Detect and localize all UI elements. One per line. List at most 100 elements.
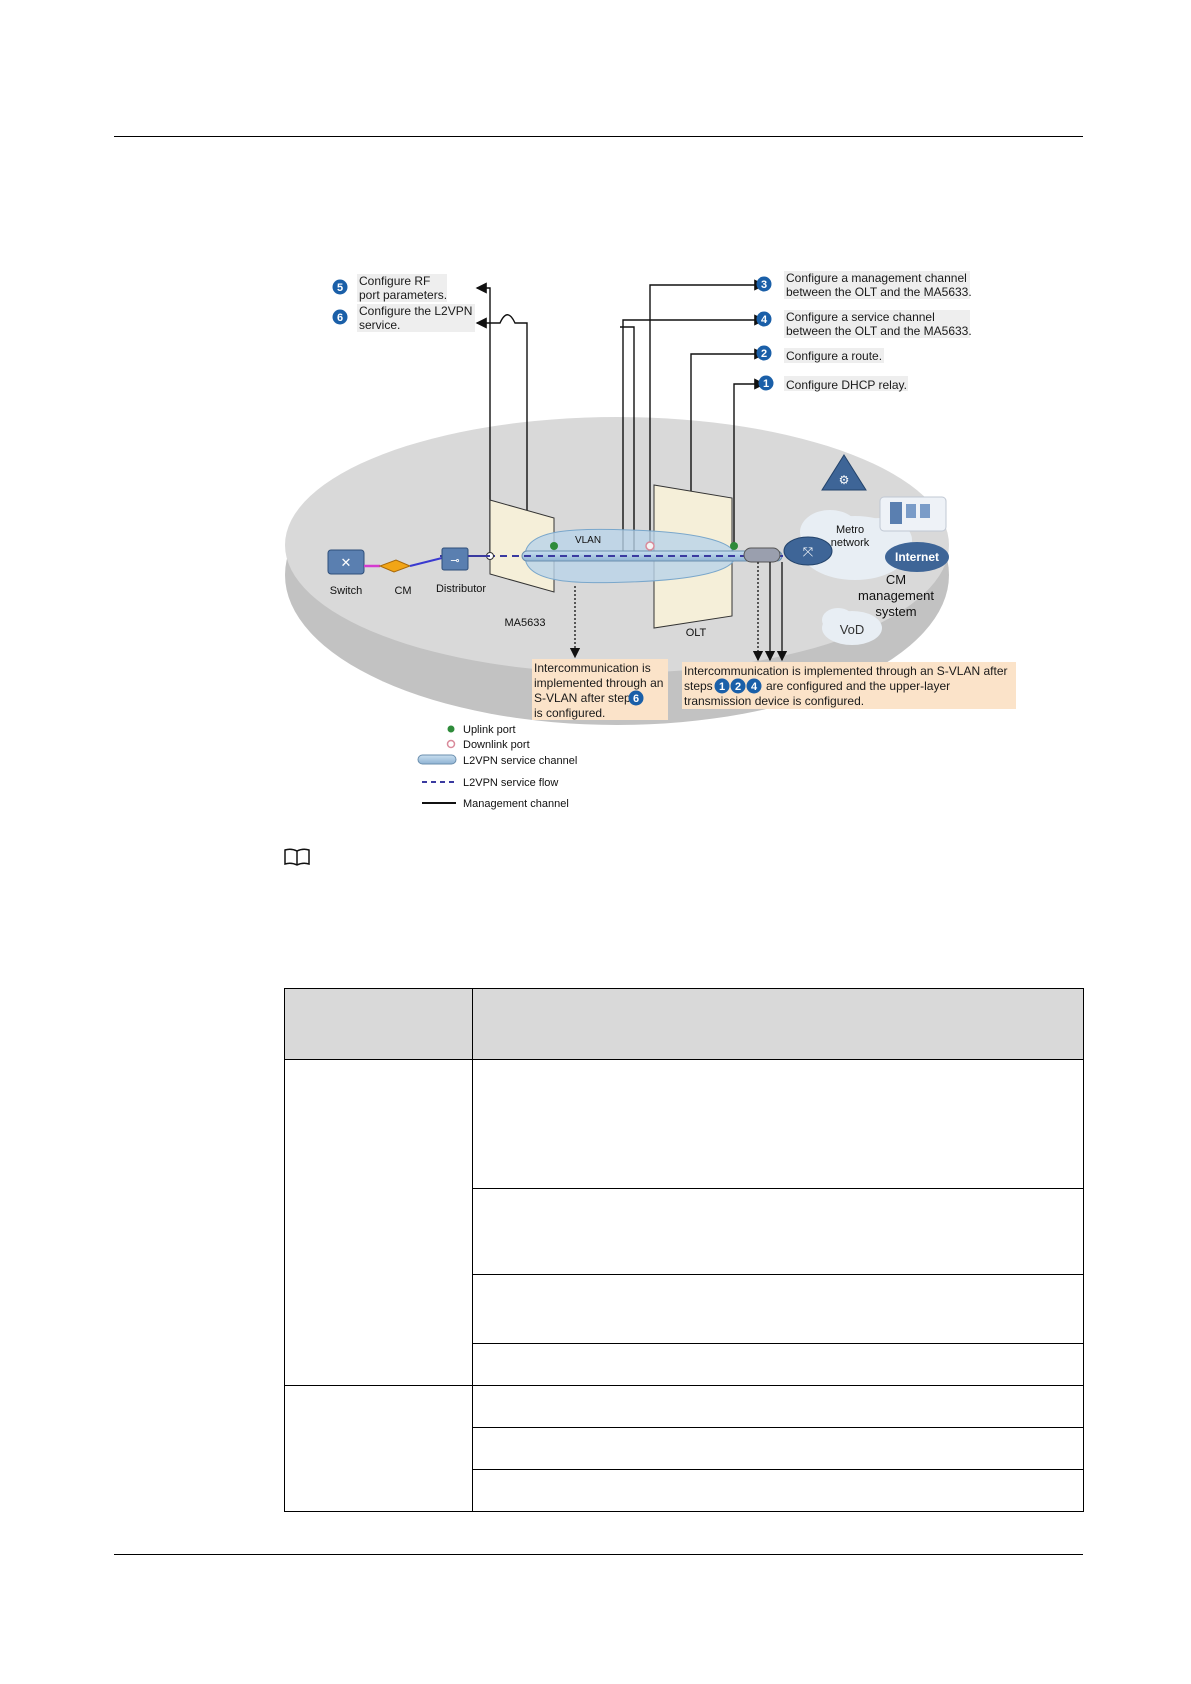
table-row: [285, 1469, 1084, 1512]
note-right-step-badge-4-circle: [746, 678, 762, 694]
table-cell: [472, 1274, 1084, 1344]
legend-downlink-icon: [446, 739, 456, 749]
upper-transmission-device: [743, 547, 781, 563]
step-2-badge-number: 2: [761, 348, 767, 360]
svg-text:⊸: ⊸: [450, 555, 459, 567]
cm-mgmt-label-1: CM: [886, 572, 906, 587]
note-left-step-badge: 6: [628, 690, 644, 706]
table-header-cell: [284, 988, 473, 1060]
svg-text:Configure a service channel: Configure a service channel: [786, 310, 935, 324]
svg-text:implemented through an: implemented through an: [534, 676, 663, 690]
legend: Uplink port Downlink port L2VPN service …: [417, 724, 577, 810]
note-right-step-badge-1-circle: [714, 678, 730, 694]
metro-label-2: network: [831, 537, 870, 549]
step-label-backgrounds: [357, 271, 970, 391]
step-3-badge: 3: [756, 276, 772, 292]
cm-mgmt-label-3: system: [875, 604, 916, 619]
book-icon: [284, 848, 310, 866]
step-3-badge-number: 3: [761, 279, 767, 291]
svg-text:Downlink port: Downlink port: [463, 739, 530, 751]
step-1-badge: 1: [758, 375, 774, 391]
uplink-port: [550, 542, 558, 550]
parameter-table: [284, 988, 1084, 1512]
olt-label: OLT: [686, 627, 707, 639]
step-1-badge-number: 1: [763, 378, 769, 390]
table-row: [285, 1274, 1084, 1344]
step-1-label: Configure DHCP relay.: [786, 378, 907, 392]
table-row: [284, 1385, 1084, 1512]
svg-text:⚙: ⚙: [839, 473, 850, 487]
note-left-step-badge-circle: [628, 690, 644, 706]
vod-label: VoD: [840, 622, 865, 637]
step-4-badge-circle: [756, 311, 772, 327]
management-channel-lines: [475, 279, 766, 556]
svg-text:transmission device is configu: transmission device is configured.: [684, 694, 864, 708]
svg-text:S-VLAN after step: S-VLAN after step: [534, 691, 631, 705]
svg-text:is configured.: is configured.: [534, 706, 605, 720]
vod-cloud: [822, 608, 882, 645]
table-cell: [472, 1059, 1084, 1189]
svg-text:Configure RF: Configure RF: [359, 274, 430, 288]
table-cell: [472, 1343, 1084, 1386]
svg-text:L2VPN service channel: L2VPN service channel: [463, 755, 577, 767]
downlink-port: [645, 541, 655, 551]
server-group-icon: [879, 496, 947, 532]
step-4-badge: 4: [756, 311, 772, 327]
svg-text:✕: ✕: [341, 555, 352, 570]
distributor-icon: ⊸: [441, 547, 469, 571]
svg-text:steps: steps: [684, 679, 713, 693]
legend-pipe-icon: [417, 754, 457, 765]
switch-icon: ✕: [327, 549, 365, 575]
distributor-label: Distributor: [436, 583, 486, 595]
table-cell: [284, 1385, 473, 1512]
step-6-label: Configure the L2VPN service.: [359, 304, 472, 332]
cm-distributor-link: [409, 557, 443, 567]
svg-text:service.: service.: [359, 318, 400, 332]
legend-uplink-icon: [447, 725, 455, 733]
table-row: [285, 1343, 1084, 1386]
step-5-label: Configure RF port parameters.: [359, 274, 447, 302]
switch-label: Switch: [330, 585, 362, 597]
step-5-badge-circle: [332, 279, 348, 295]
table-header-row: [284, 988, 1084, 1060]
step-3-label: Configure a management channel between t…: [786, 271, 972, 299]
table-header-cell: [472, 988, 1084, 1060]
svg-text:port parameters.: port parameters.: [359, 288, 447, 302]
cm-mgmt-label-2: management: [858, 588, 934, 603]
svg-text:between the OLT and the MA5633: between the OLT and the MA5633.: [786, 324, 972, 338]
uplink-port: [730, 542, 738, 550]
svg-text:Configure the L2VPN: Configure the L2VPN: [359, 304, 472, 318]
note-right-step-badge-2: 2: [730, 678, 746, 694]
step-5-badge-number: 5: [337, 282, 343, 294]
step-5-badge: 5: [332, 279, 348, 295]
upstream-arrows: [569, 562, 788, 662]
note-left-bg: [532, 659, 668, 720]
svg-text:are configured and the upper-l: are configured and the upper-layer: [766, 679, 950, 693]
step-6-badge-circle: [332, 309, 348, 325]
note-right-step-badge-2-circle: [730, 678, 746, 694]
svg-text:Uplink port: Uplink port: [463, 724, 516, 736]
step-2-badge: 2: [756, 345, 772, 361]
table-cell: [284, 1059, 473, 1386]
table-cell: [472, 1385, 1084, 1428]
metro-label-1: Metro: [836, 524, 864, 536]
table-row: [284, 1059, 1084, 1386]
step-4-badge-number: 4: [761, 314, 768, 326]
note-right-step-badge-1-number: 1: [719, 681, 725, 693]
svg-text:⤧: ⤧: [803, 544, 814, 559]
footer-rule: [114, 1554, 1083, 1555]
internet-cloud: [885, 542, 949, 572]
vlan-label: VLAN: [575, 535, 601, 546]
svg-text:between the OLT and the MA5633: between the OLT and the MA5633.: [786, 285, 972, 299]
note-right-step-badge-1: 1: [714, 678, 730, 694]
svg-text:Management channel: Management channel: [463, 798, 569, 810]
svg-text:Intercommunication is implemen: Intercommunication is implemented throug…: [684, 664, 1008, 678]
cm-label: CM: [394, 585, 411, 597]
step-1-badge-circle: [758, 375, 774, 391]
note-left-step-badge-number: 6: [633, 693, 639, 705]
step-3-badge-circle: [756, 276, 772, 292]
note-right-step-badge-4: 4: [746, 678, 762, 694]
svg-text:Configure a management channel: Configure a management channel: [786, 271, 967, 285]
step-4-label: Configure a service channel between the …: [786, 310, 972, 338]
